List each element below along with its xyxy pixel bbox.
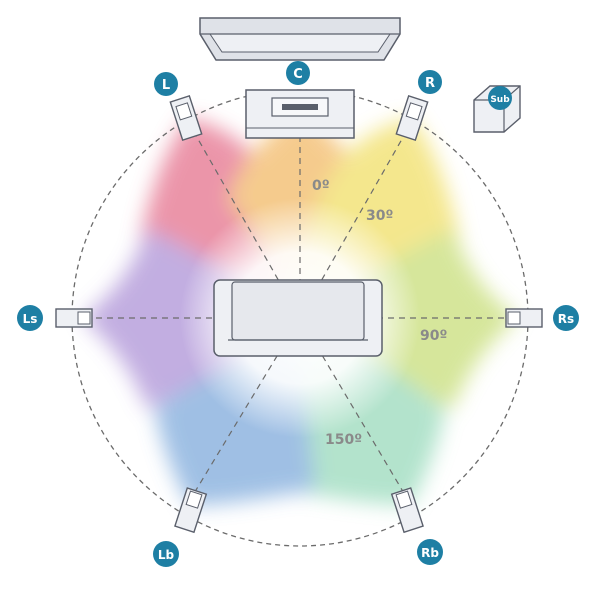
speaker-r-icon xyxy=(395,95,429,141)
sofa-icon xyxy=(213,279,383,357)
speaker-l-icon xyxy=(169,95,203,141)
badge-rb-label: Rb xyxy=(421,546,439,560)
badge-l: L xyxy=(154,72,178,96)
badge-sub: Sub xyxy=(488,86,512,110)
badge-ls: Ls xyxy=(17,305,43,331)
badge-l-label: L xyxy=(162,78,170,93)
angle-front-label: 0º xyxy=(312,178,330,194)
speaker-lb-icon xyxy=(174,487,208,534)
badge-ls-label: Ls xyxy=(23,312,38,326)
badge-rb: Rb xyxy=(417,539,443,565)
tv-screen xyxy=(199,17,401,61)
badge-lb-label: Lb xyxy=(158,548,175,562)
badge-r: R xyxy=(418,70,442,94)
badge-lb: Lb xyxy=(153,541,179,567)
angle-side-label: 90º xyxy=(420,328,447,344)
speaker-ls-icon xyxy=(55,308,93,328)
badge-rs-label: Rs xyxy=(558,312,574,326)
speaker-rb-icon xyxy=(390,487,424,534)
angle-front-side-label: 30º xyxy=(366,208,393,224)
badge-r-label: R xyxy=(425,76,435,91)
badge-sub-label: Sub xyxy=(490,95,510,105)
center-speaker-icon xyxy=(245,89,355,139)
badge-rs: Rs xyxy=(553,305,579,331)
speaker-rs-icon xyxy=(505,308,543,328)
badge-c-label: C xyxy=(293,67,303,82)
angle-rear-label: 150º xyxy=(325,432,362,448)
badge-c: C xyxy=(286,61,310,85)
